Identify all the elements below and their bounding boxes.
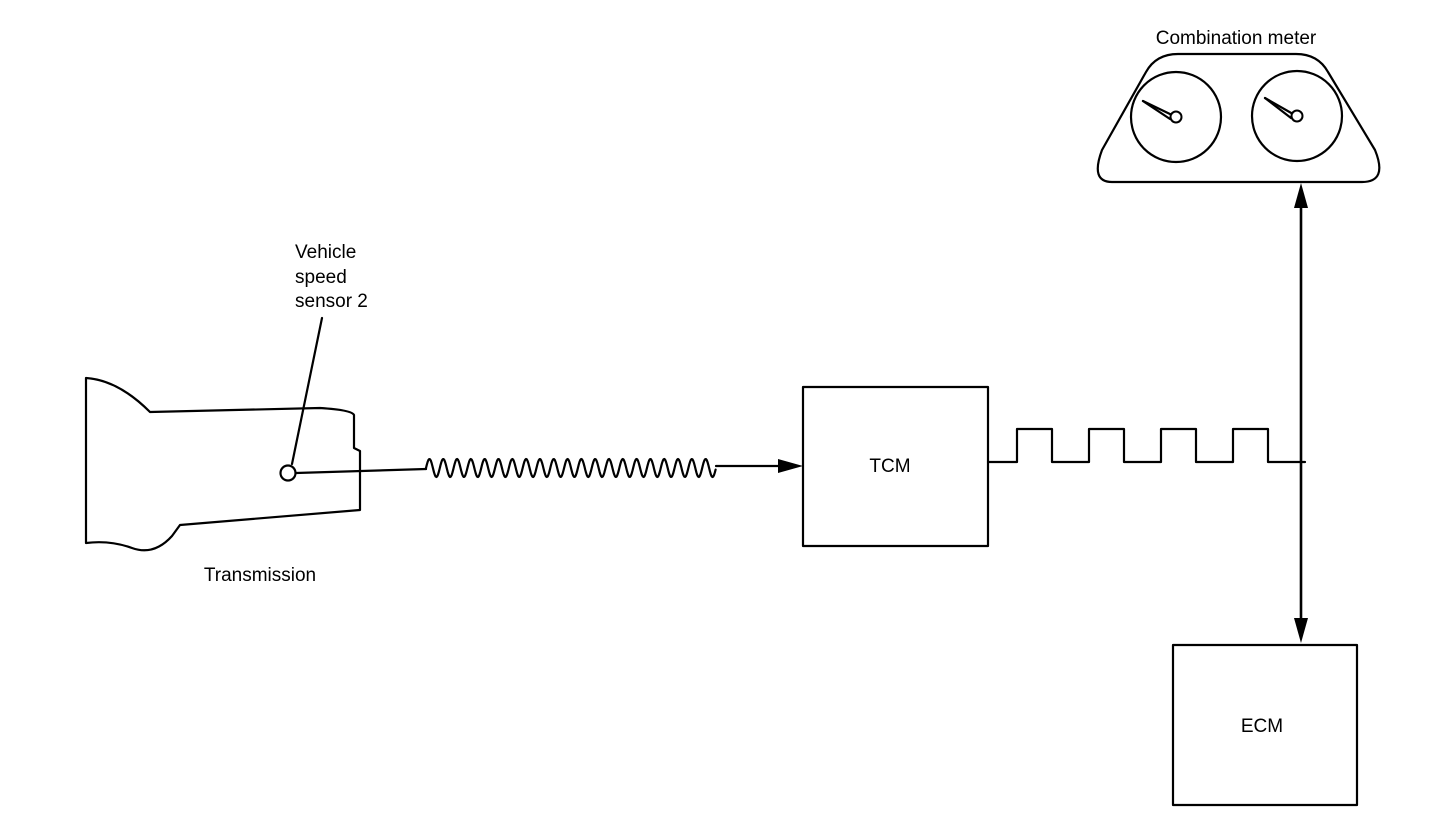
sensor-label-line1: Vehicle bbox=[295, 242, 356, 263]
left-gauge-icon bbox=[1129, 70, 1223, 164]
ecm-label: ECM bbox=[1241, 716, 1283, 737]
transmission-label: Transmission bbox=[204, 565, 316, 586]
sine-wave-signal bbox=[424, 457, 717, 479]
ecm-box bbox=[1171, 643, 1359, 807]
bus-line bbox=[1294, 183, 1308, 643]
tcm-label: TCM bbox=[869, 456, 910, 477]
transmission-housing bbox=[84, 376, 362, 552]
arrow-up-to-meter bbox=[1294, 183, 1308, 208]
right-gauge-icon bbox=[1250, 69, 1344, 163]
left-gauge-hub bbox=[1169, 110, 1183, 124]
sensor-signal bbox=[294, 457, 803, 479]
right-gauge-hub bbox=[1290, 109, 1304, 123]
ecm: ECM bbox=[1171, 643, 1359, 807]
sensor-label-line3: sensor 2 bbox=[295, 291, 368, 312]
combination-meter: Combination meter bbox=[1096, 28, 1381, 184]
arrow-to-tcm bbox=[778, 459, 803, 473]
sensor-leader-line bbox=[290, 316, 324, 466]
sensor-icon bbox=[279, 464, 297, 482]
pulse-wave-signal bbox=[986, 427, 1307, 464]
tcm: TCM bbox=[801, 385, 990, 548]
left-gauge-needle-edge bbox=[1141, 99, 1172, 121]
right-gauge-needle-edge bbox=[1263, 96, 1293, 120]
arrow-down-to-ecm bbox=[1294, 618, 1308, 643]
transmission: Transmission bbox=[84, 376, 362, 586]
meter-housing bbox=[1096, 52, 1381, 184]
combination-meter-label: Combination meter bbox=[1156, 28, 1317, 49]
sensor-label-line2: speed bbox=[295, 267, 347, 288]
tcm-box bbox=[801, 385, 990, 548]
